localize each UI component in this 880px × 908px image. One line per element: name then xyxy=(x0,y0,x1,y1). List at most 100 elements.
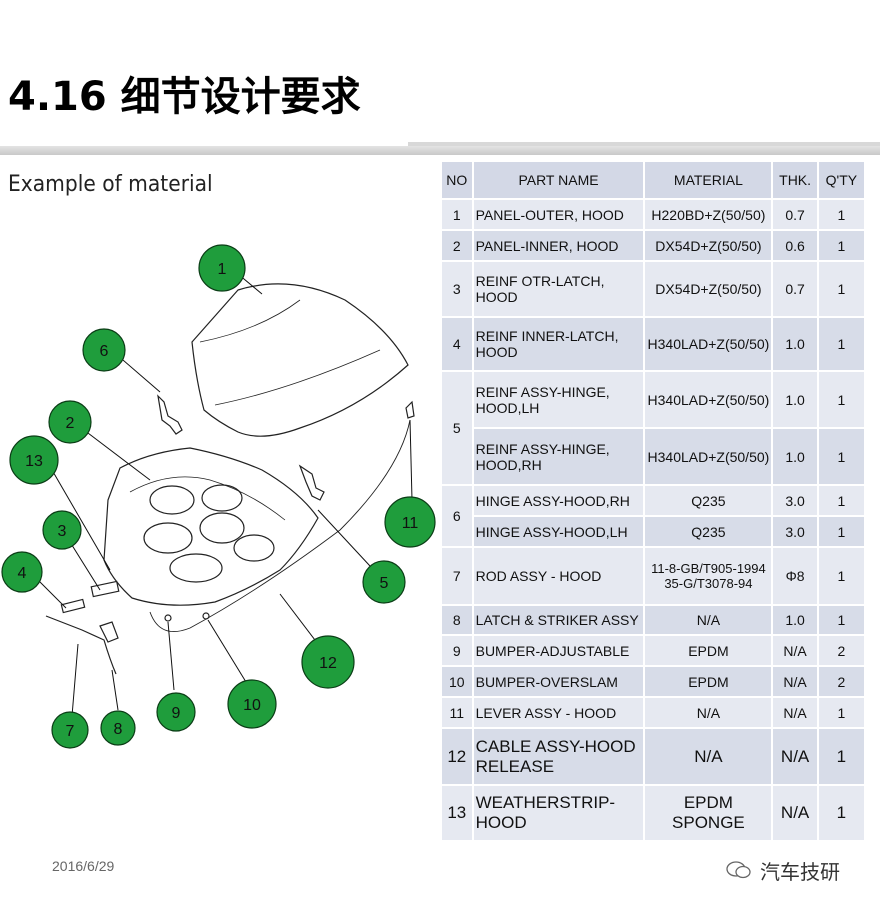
title-divider xyxy=(0,146,880,155)
table-row: 8 LATCH & STRIKER ASSY N/A 1.0 1 xyxy=(442,606,864,634)
cell-material: EPDM SPONGE xyxy=(645,786,772,840)
table-row: 2 PANEL-INNER, HOOD DX54D+Z(50/50) 0.6 1 xyxy=(442,231,864,260)
cell-qty: 1 xyxy=(818,429,864,484)
cell-qty: 1 xyxy=(818,729,864,784)
callout-label-8: 8 xyxy=(114,721,123,738)
cell-qty: 1 xyxy=(818,606,864,634)
table-row: 11 LEVER ASSY - HOOD N/A N/A 1 xyxy=(442,698,864,727)
callout-7 xyxy=(51,711,89,749)
cell-thk: 3.0 xyxy=(773,517,817,546)
callout-12 xyxy=(301,635,355,689)
cell-part-name: HINGE ASSY-HOOD,RH xyxy=(473,486,644,515)
header-part-name: PART NAME xyxy=(473,162,644,198)
cell-thk: N/A xyxy=(773,667,817,696)
cell-thk: 0.7 xyxy=(773,262,817,316)
cell-part-name-line1: CABLE ASSY-HOOD xyxy=(475,736,636,756)
cell-no: 9 xyxy=(442,636,472,665)
callout-label-6: 6 xyxy=(100,343,109,360)
cell-part-name: REINF OTR-LATCH, HOOD xyxy=(473,262,644,316)
header-qty: Q'TY xyxy=(818,162,864,198)
title-divider-accent xyxy=(408,142,880,146)
page-title: 4.16 细节设计要求 xyxy=(8,74,361,120)
cell-part-name-line1: REINF ASSY-HINGE, xyxy=(475,383,610,400)
hood-inner-panel xyxy=(103,447,319,606)
table-row: 6 HINGE ASSY-HOOD,RH Q235 3.0 1 xyxy=(442,486,864,546)
callout-1 xyxy=(198,244,246,292)
cell-qty: 1 xyxy=(818,231,864,260)
cell-no: 6 xyxy=(442,486,472,546)
cell-part-name: LEVER ASSY - HOOD xyxy=(473,698,644,727)
cell-thk: N/A xyxy=(773,698,817,727)
cell-part-name: REINF INNER-LATCH, HOOD xyxy=(473,318,644,370)
cell-thk: 0.7 xyxy=(773,200,817,229)
cell-qty: 2 xyxy=(818,667,864,696)
cell-part-name: PANEL-INNER, HOOD xyxy=(473,231,644,260)
cell-thk: N/A xyxy=(773,786,817,840)
callout-9 xyxy=(156,692,196,732)
callout-label-4: 4 xyxy=(18,565,27,582)
callout-label-9: 9 xyxy=(172,705,181,722)
footer-brand: 汽车技研 xyxy=(760,860,840,884)
callout-5 xyxy=(362,560,406,604)
callout-4 xyxy=(1,551,43,593)
cell-part-name-line2: HOOD,RH xyxy=(475,456,542,473)
cell-qty: 1 xyxy=(818,318,864,370)
header-thk: THK. xyxy=(773,162,817,198)
cell-qty: 1 xyxy=(818,786,864,840)
cell-part-name-line2: HOOD xyxy=(475,813,527,832)
wechat-icon xyxy=(726,861,751,879)
header-no: NO xyxy=(442,162,472,198)
callout-label-3: 3 xyxy=(58,523,67,540)
cell-qty: 1 xyxy=(818,486,864,515)
callout-label-12: 12 xyxy=(319,655,337,672)
cell-no: 2 xyxy=(442,231,472,260)
cell-part-name: REINF ASSY-HINGE,HOOD,LH xyxy=(473,372,644,427)
callout-11 xyxy=(384,496,436,548)
cell-material: H340LAD+Z(50/50) xyxy=(645,318,772,370)
cell-part-name: PANEL-OUTER, HOOD xyxy=(473,200,644,229)
cell-qty: 1 xyxy=(818,548,864,604)
cell-qty: 1 xyxy=(818,200,864,229)
cell-material: Q235 xyxy=(645,486,772,515)
cell-part-name-line2: RELEASE xyxy=(475,756,555,776)
cell-thk: N/A xyxy=(773,729,817,784)
cell-part-name: BUMPER-OVERSLAM xyxy=(473,667,644,696)
table-row: 3 REINF OTR-LATCH, HOOD DX54D+Z(50/50) 0… xyxy=(442,262,864,316)
callout-label-5: 5 xyxy=(380,575,389,592)
cell-no: 5 xyxy=(442,372,472,484)
cell-part-name: LATCH & STRIKER ASSY xyxy=(473,606,644,634)
header-material: MATERIAL xyxy=(645,162,772,198)
cell-material: N/A xyxy=(645,698,772,727)
callout-6 xyxy=(82,328,126,372)
callout-3 xyxy=(42,510,82,550)
cell-no: 1 xyxy=(442,200,472,229)
table-row: 13 WEATHERSTRIP-HOOD EPDM SPONGE N/A 1 xyxy=(442,786,864,840)
cell-part-name: WEATHERSTRIP-HOOD xyxy=(473,786,644,840)
cell-material: DX54D+Z(50/50) xyxy=(645,231,772,260)
cell-material: Q235 xyxy=(645,517,772,546)
cell-thk: 1.0 xyxy=(773,606,817,634)
cell-thk: Φ8 xyxy=(773,548,817,604)
table-row: 1 PANEL-OUTER, HOOD H220BD+Z(50/50) 0.7 … xyxy=(442,200,864,229)
cell-no: 8 xyxy=(442,606,472,634)
cell-material: EPDM xyxy=(645,636,772,665)
footer-date: 2016/6/29 xyxy=(52,858,115,874)
callout-10 xyxy=(227,679,277,729)
cell-qty: 1 xyxy=(818,517,864,546)
cell-no: 4 xyxy=(442,318,472,370)
cell-no: 10 xyxy=(442,667,472,696)
callout-label-10: 10 xyxy=(243,697,261,714)
callout-8 xyxy=(100,710,136,746)
table-row: 4 REINF INNER-LATCH, HOOD H340LAD+Z(50/5… xyxy=(442,318,864,370)
cell-material-line1: 11-8-GB/T905-1994 xyxy=(651,561,766,576)
cell-no: 13 xyxy=(442,786,472,840)
cell-no: 12 xyxy=(442,729,472,784)
cell-part-name-line2: HOOD,LH xyxy=(475,399,540,416)
diagram-subtitle: Example of material xyxy=(8,172,213,197)
cell-no: 7 xyxy=(442,548,472,604)
table-header-row: NO PART NAME MATERIAL THK. Q'TY xyxy=(442,162,864,198)
table-row: 9 BUMPER-ADJUSTABLE EPDM N/A 2 xyxy=(442,636,864,665)
table-row: REINF ASSY-HINGE,HOOD,RH H340LAD+Z(50/50… xyxy=(442,429,864,484)
